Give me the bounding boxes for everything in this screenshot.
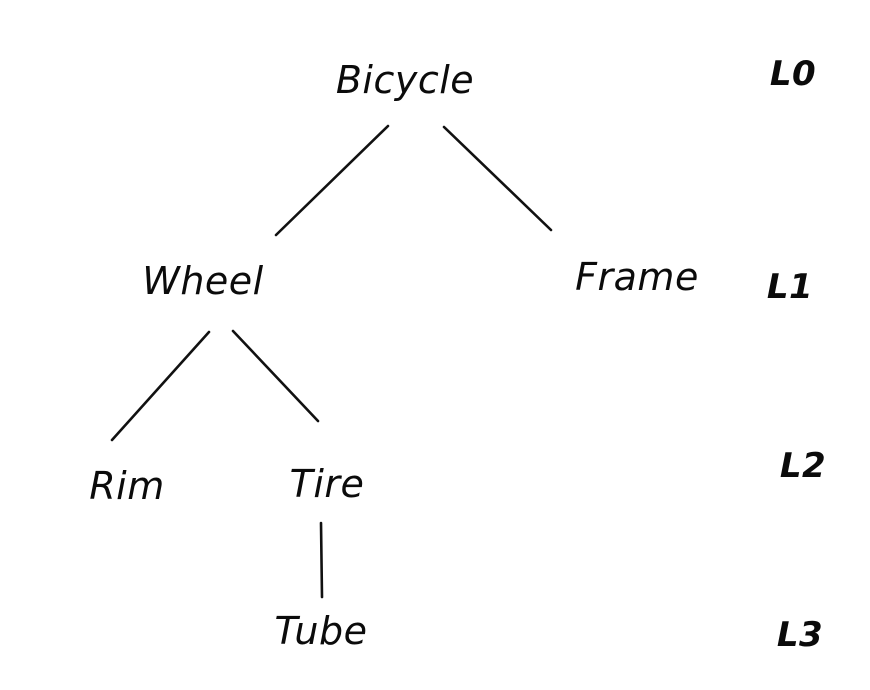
edge-wheel-to-rim (110, 330, 211, 442)
level-label-l2: L2 (779, 446, 827, 486)
node-wheel[interactable]: Wheel (142, 259, 264, 303)
node-tire[interactable]: Tire (289, 462, 365, 506)
node-frame[interactable]: Frame (575, 255, 699, 299)
node-rim[interactable]: Rim (89, 464, 165, 508)
level-label-l3: L3 (776, 615, 824, 655)
level-label-l1: L1 (766, 267, 814, 307)
edge-bicycle-to-wheel (274, 124, 390, 237)
edge-bicycle-to-frame (442, 125, 553, 232)
edge-tire-to-tube (319, 521, 324, 599)
level-label-l0: L0 (769, 54, 817, 94)
node-tube[interactable]: Tube (274, 609, 368, 653)
node-bicycle[interactable]: Bicycle (335, 58, 475, 102)
edge-wheel-to-tire (231, 329, 320, 423)
